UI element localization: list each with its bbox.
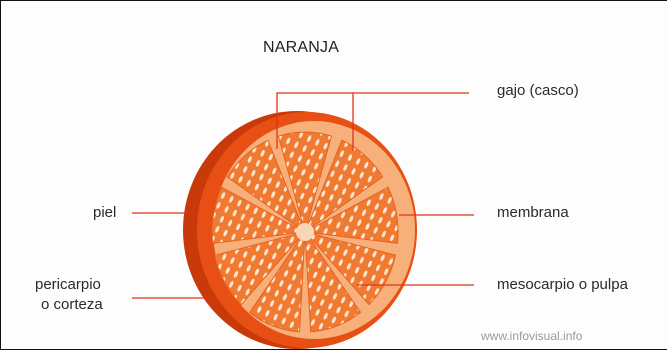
label-pericarpio: pericarpio o corteza — [35, 275, 103, 315]
diagram-title: NARANJA — [263, 39, 339, 57]
watermark: www.infovisual.info — [481, 329, 582, 343]
label-pericarpio-line2: o corteza — [35, 295, 103, 315]
label-mesocarpio: mesocarpio o pulpa — [497, 276, 628, 293]
label-gajo: gajo (casco) — [497, 82, 579, 99]
label-piel: piel — [93, 204, 116, 221]
label-membrana: membrana — [497, 204, 569, 221]
label-pericarpio-line1: pericarpio — [35, 275, 103, 295]
center-core — [296, 223, 314, 241]
